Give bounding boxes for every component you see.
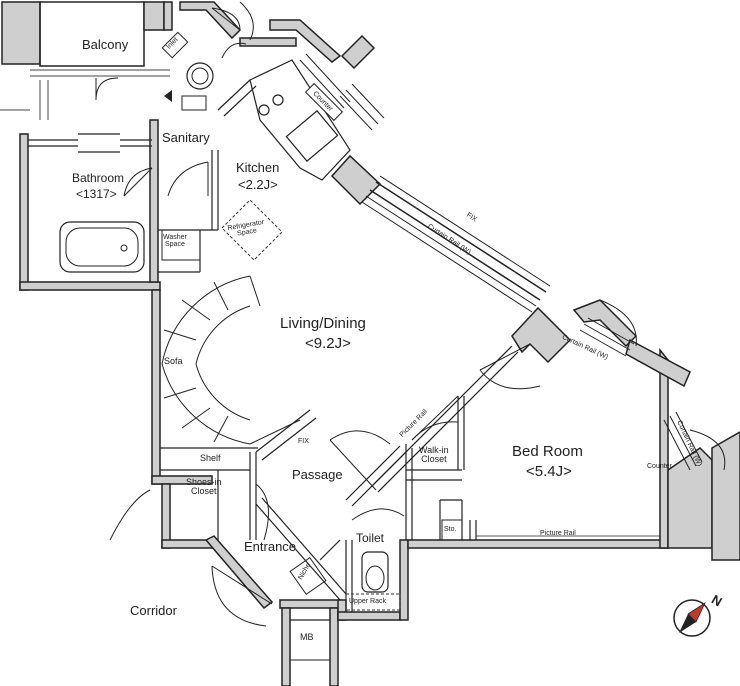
balcony-label: Balcony (82, 37, 129, 52)
niche-box (289, 556, 327, 596)
upper-rack-label: Upper Rack (349, 598, 386, 605)
toilet-label: Toilet (356, 531, 385, 545)
washer-space-label: Washer Space (163, 234, 187, 249)
fix-passage-label: FIX (298, 438, 309, 445)
bedroom-window-right (663, 411, 703, 471)
storage-label: Sto. (444, 526, 457, 533)
kitchen-window (299, 53, 385, 131)
sofa-shape (161, 275, 301, 445)
balcony-area (0, 1, 170, 120)
kitchen-counter (249, 59, 351, 181)
toilet-bowl (345, 551, 401, 611)
washer-space-box (161, 229, 201, 261)
sanitary-sink (181, 62, 214, 111)
living-dining-label: Living/Dining (280, 315, 366, 332)
sink-circle-1 (258, 104, 270, 116)
mb-label: MB (300, 632, 314, 642)
bed-room-label: Bed Room (512, 443, 583, 460)
storage-box (441, 519, 463, 541)
sanitary-label: Sanitary (162, 130, 210, 145)
arrow-marker-icon (164, 90, 172, 102)
sofa-label: Sofa (164, 356, 183, 366)
shelf-label: Shelf (200, 453, 221, 463)
shoes-in-closet-label: Shoes-in Closet (186, 477, 222, 497)
doors (95, 1, 726, 627)
corridor-label: Corridor (130, 603, 177, 618)
bed-room-size-label: <5.4J> (526, 463, 572, 480)
picture-rail-bedroom-label: Picture Rail (540, 530, 576, 537)
outer-walls (19, 1, 740, 686)
entrance-label: Entrance (244, 539, 297, 554)
bathroom-label: Bathroom (72, 171, 125, 185)
kitchen-label: Kitchen (236, 160, 280, 175)
counter-bedroom-label: Counter (647, 463, 672, 470)
sink-basin (285, 110, 339, 162)
refrigerator-space (221, 199, 283, 261)
living-window (361, 175, 551, 313)
mb-box (289, 619, 331, 661)
sink-circle-2 (272, 94, 284, 106)
kitchen-counter-box (304, 82, 344, 122)
interior-walls (28, 79, 660, 621)
compass-rose-icon (673, 599, 711, 637)
living-dining-size-label: <9.2J> (305, 335, 351, 352)
kitchen-size-label: <2.2J> (238, 177, 278, 192)
passage-label: Passage (292, 467, 343, 482)
bathroom-size-label: <1317> (76, 187, 117, 201)
walk-in-closet-label: Walk-in Closet (419, 445, 449, 465)
bedroom-window-top (579, 317, 635, 357)
bathtub (59, 221, 145, 273)
inlet-box (161, 31, 189, 59)
